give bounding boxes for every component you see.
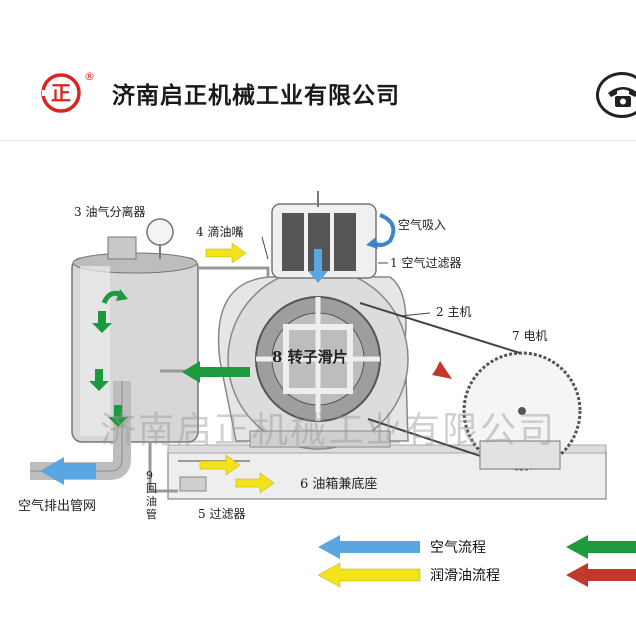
site-header: 正 ® 济南启正机械工业有限公司	[0, 0, 636, 141]
label-air-filter: 1 空气过滤器	[390, 256, 462, 270]
label-main-unit: 2 主机	[436, 305, 472, 319]
label-motor: 7 电机	[512, 329, 548, 343]
green-down-arrow	[92, 311, 112, 333]
label-exhaust: 空气排出管网	[18, 499, 97, 514]
legend-oil-flow: 润滑油流程	[430, 568, 500, 584]
legend-air-arrow	[318, 535, 420, 559]
air-exhaust-arrow	[40, 457, 96, 485]
label-separator: 3 油气分离器	[74, 205, 146, 219]
label-rotor: 8 转子滑片	[272, 348, 348, 366]
diagram-drawing	[30, 191, 636, 588]
label-air-intake: 空气吸入	[398, 218, 447, 232]
phone-icon[interactable]	[596, 72, 636, 118]
air-intake-arrow	[308, 249, 328, 283]
label-return-pipe: 9 回 油 管	[146, 469, 157, 521]
pump-diagram: 3 油气分离器 4 滴油嘴 空气吸入 1 空气过滤器 2 主机 7 电机 8 转…	[0, 141, 636, 636]
red-diagonal-arrow	[416, 355, 452, 379]
filter-housing	[179, 476, 207, 492]
legend-red-arrow	[566, 563, 636, 587]
label-oil-tank: 6 油箱兼底座	[300, 477, 378, 492]
pressure-gauge	[146, 218, 174, 246]
logo-glyph: 正	[51, 81, 71, 105]
legend-oil-arrow	[317, 562, 421, 588]
legend-green-arrow	[566, 535, 636, 559]
green-left-arrow	[182, 361, 250, 383]
label-filter: 5 过滤器	[198, 507, 246, 521]
oil-drip-arrow	[205, 242, 247, 264]
logo-registered-mark: ®	[84, 70, 95, 83]
legend-air-flow: 空气流程	[430, 540, 486, 556]
watermark: 济南启正机械工业有限公司	[100, 410, 557, 451]
label-drip-nozzle: 4 滴油嘴	[196, 225, 244, 239]
company-name[interactable]: 济南启正机械工业有限公司	[112, 83, 400, 109]
company-logo: 正	[41, 73, 81, 113]
